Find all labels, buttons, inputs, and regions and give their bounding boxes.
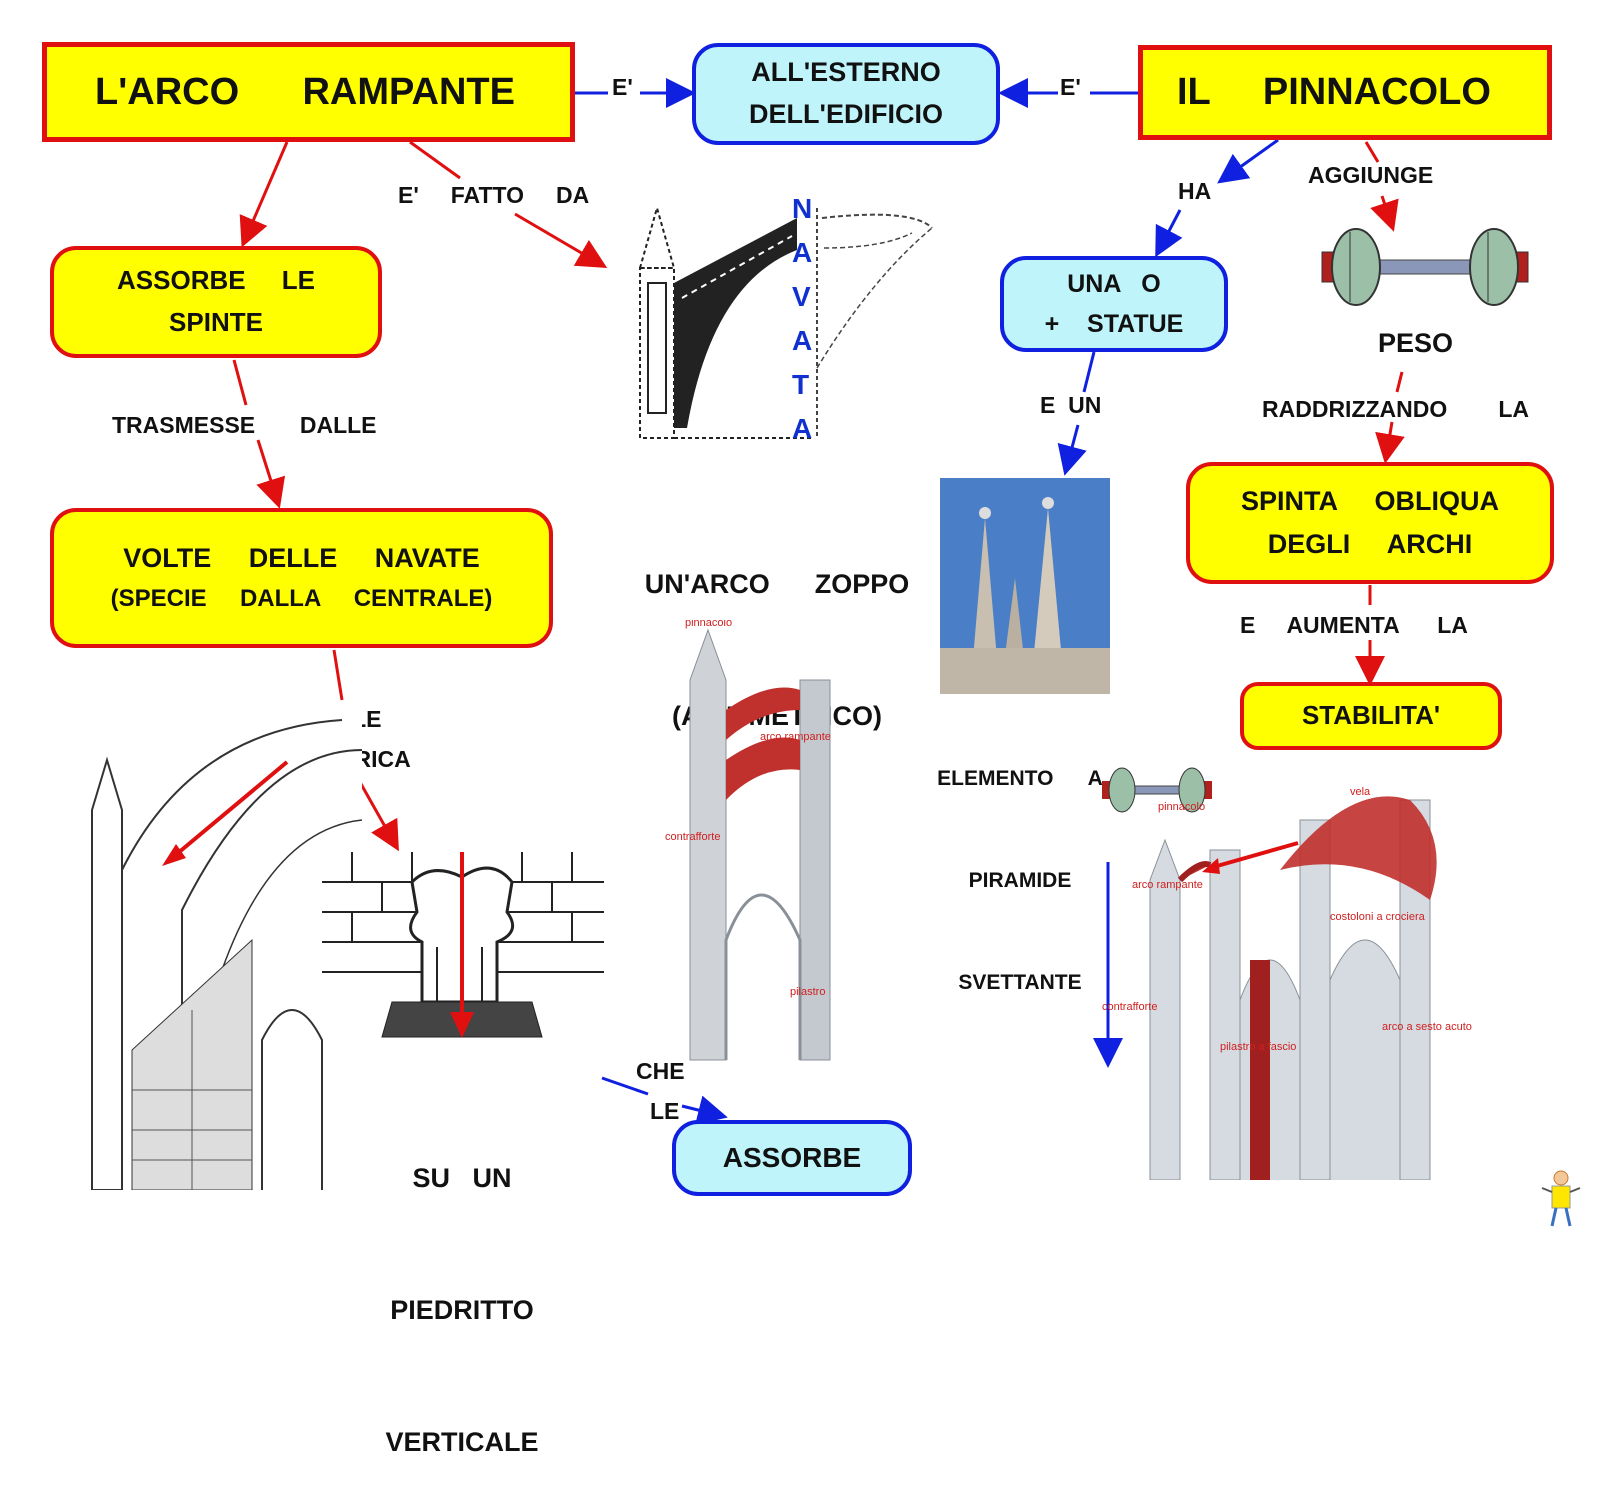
box-stabilita: STABILITA' [1240, 682, 1502, 750]
flying-buttress-drawing: N A V A T A [638, 193, 933, 444]
arrow-statue [1155, 209, 1183, 258]
label-aggiunge: AGGIUNGE [1308, 162, 1434, 188]
label-e-right: E' [1060, 74, 1081, 100]
cutaway-label-vela: vela [1350, 786, 1371, 798]
arrow-fatto-da [514, 212, 608, 269]
mascot-icon [1541, 1170, 1581, 1227]
arrow-assorbe [681, 1095, 728, 1125]
connector-layer [232, 78, 1405, 1125]
connector-line [1082, 351, 1096, 393]
box-spinta-line1: SPINTA OBLIQUA [1240, 485, 1499, 516]
buttress-model: pinnacolo arco rampante contrafforte pil… [665, 620, 831, 1061]
navata-letter-4: A [792, 325, 812, 356]
box-stabilita-text: STABILITA' [1301, 700, 1441, 731]
caption-piedritto-line1: SU UN [412, 1163, 512, 1193]
connector-line [1364, 141, 1380, 163]
dumbbell-icon [1321, 228, 1529, 306]
box-spinta-line2: DEGLI ARCHI [1267, 529, 1473, 559]
model-label-arco-rampante: arco rampante [760, 731, 831, 743]
caption-elemento-line3: SVETTANTE [958, 971, 1082, 994]
box-pinnacolo-text: IL PINNACOLO [1177, 71, 1491, 113]
box-volte-line1: VOLTE DELLE NAVATE [123, 543, 480, 574]
caption-elemento-line1: ELEMENTO A [937, 767, 1103, 790]
box-statue: UNA O + STATUE [1000, 256, 1228, 352]
cutaway-label-pilastro-fascio: pilastro a fascio [1220, 1041, 1296, 1053]
box-volte-line2: (SPECIE DALLA CENTRALE) [110, 585, 493, 613]
label-fatto-da: E' FATTO DA [398, 182, 590, 208]
cutaway-label-arco-sesto: arco a sesto acuto [1382, 1021, 1472, 1033]
box-statue-line1: UNA O [1067, 270, 1161, 298]
model-label-pinnacolo: pinnacolo [685, 620, 732, 629]
cutaway-label-contrafforte: contrafforte [1102, 1001, 1157, 1013]
model-label-pilastro: pilastro [790, 986, 825, 998]
arrow-aggiunge [1370, 195, 1399, 232]
box-esterno: ALL'ESTERNO DELL'EDIFICIO [692, 43, 1000, 145]
caption-elemento-line2: PIRAMIDE [968, 869, 1072, 892]
box-assorbe: ASSORBE [672, 1120, 912, 1196]
box-volte: VOLTE DELLE NAVATE (SPECIE DALLA CENTRAL… [50, 508, 553, 648]
label-e-left: E' [612, 74, 633, 100]
box-esterno-line1: ALL'ESTERNO [751, 57, 941, 88]
cutaway-label-arco-rampante: arco rampante [1132, 879, 1203, 891]
box-esterno-line2: DELL'EDIFICIO [749, 99, 943, 129]
box-pinnacolo: IL PINNACOLO [1138, 45, 1552, 140]
navata-letter-6: A [792, 413, 812, 444]
arrow-assorbe-spinte [239, 141, 289, 248]
model-label-contrafforte: contrafforte [665, 831, 720, 843]
caption-peso: PESO [1378, 328, 1454, 358]
arrow-ha [1217, 138, 1279, 184]
connector-line [1395, 371, 1404, 393]
caption-piedritto: SU UN PIEDRITTO VERTICALE [372, 1068, 552, 1508]
cathedral-section-drawing [62, 710, 362, 1190]
cathedral-cutaway-model: vela costoloni a crociera arco rampante … [1102, 767, 1472, 1180]
caption-piedritto-line2: PIEDRITTO [390, 1295, 534, 1325]
box-statue-line2: + STATUE [1044, 310, 1184, 338]
cutaway-label-costoloni: costoloni a crociera [1330, 911, 1426, 923]
cutaway-label-pinnacolo: pinnacolo [1158, 801, 1205, 813]
caption-piedritto-line3: VERTICALE [385, 1427, 539, 1457]
label-aumenta: E AUMENTA LA [1240, 612, 1468, 638]
label-raddrizzando: RADDRIZZANDO LA [1262, 396, 1530, 422]
label-che: CHE [636, 1058, 685, 1084]
caption-elemento: ELEMENTO A PIRAMIDE SVETTANTE [930, 694, 1110, 1034]
connector-line [332, 649, 344, 701]
box-spinta: SPINTA OBLIQUA DEGLI ARCHI [1186, 462, 1554, 584]
navata-letter-2: A [792, 237, 812, 268]
arrow-spinta [1375, 421, 1405, 464]
label-ha: HA [1178, 178, 1212, 204]
label-le: LE [650, 1098, 680, 1124]
label-e-un: E UN [1040, 392, 1102, 418]
arrow-e-un [1057, 424, 1087, 476]
navata-letter-1: N [792, 193, 812, 224]
box-assorbe-spinte-line2: SPINTE [169, 307, 263, 337]
arrow-volte [256, 439, 286, 509]
connector-line [232, 359, 248, 406]
label-trasmesse: TRASMESSE DALLE [112, 412, 377, 438]
box-assorbe-spinte-line1: ASSORBE LE [117, 265, 315, 296]
connector-line [409, 140, 461, 180]
box-arco-rampante: L'ARCO RAMPANTE [42, 42, 575, 142]
connector-line [601, 1076, 649, 1096]
box-assorbe-text: ASSORBE [722, 1141, 862, 1173]
pier-drawing [322, 852, 604, 1038]
box-arco-rampante-text: L'ARCO RAMPANTE [95, 70, 515, 113]
pinnacles-photo [940, 478, 1110, 694]
box-assorbe-spinte: ASSORBE LE SPINTE [50, 246, 382, 358]
navata-letter-5: T [792, 369, 809, 400]
navata-letter-3: V [792, 281, 811, 312]
caption-zoppo-line1: UN'ARCO ZOPPO [644, 569, 910, 599]
